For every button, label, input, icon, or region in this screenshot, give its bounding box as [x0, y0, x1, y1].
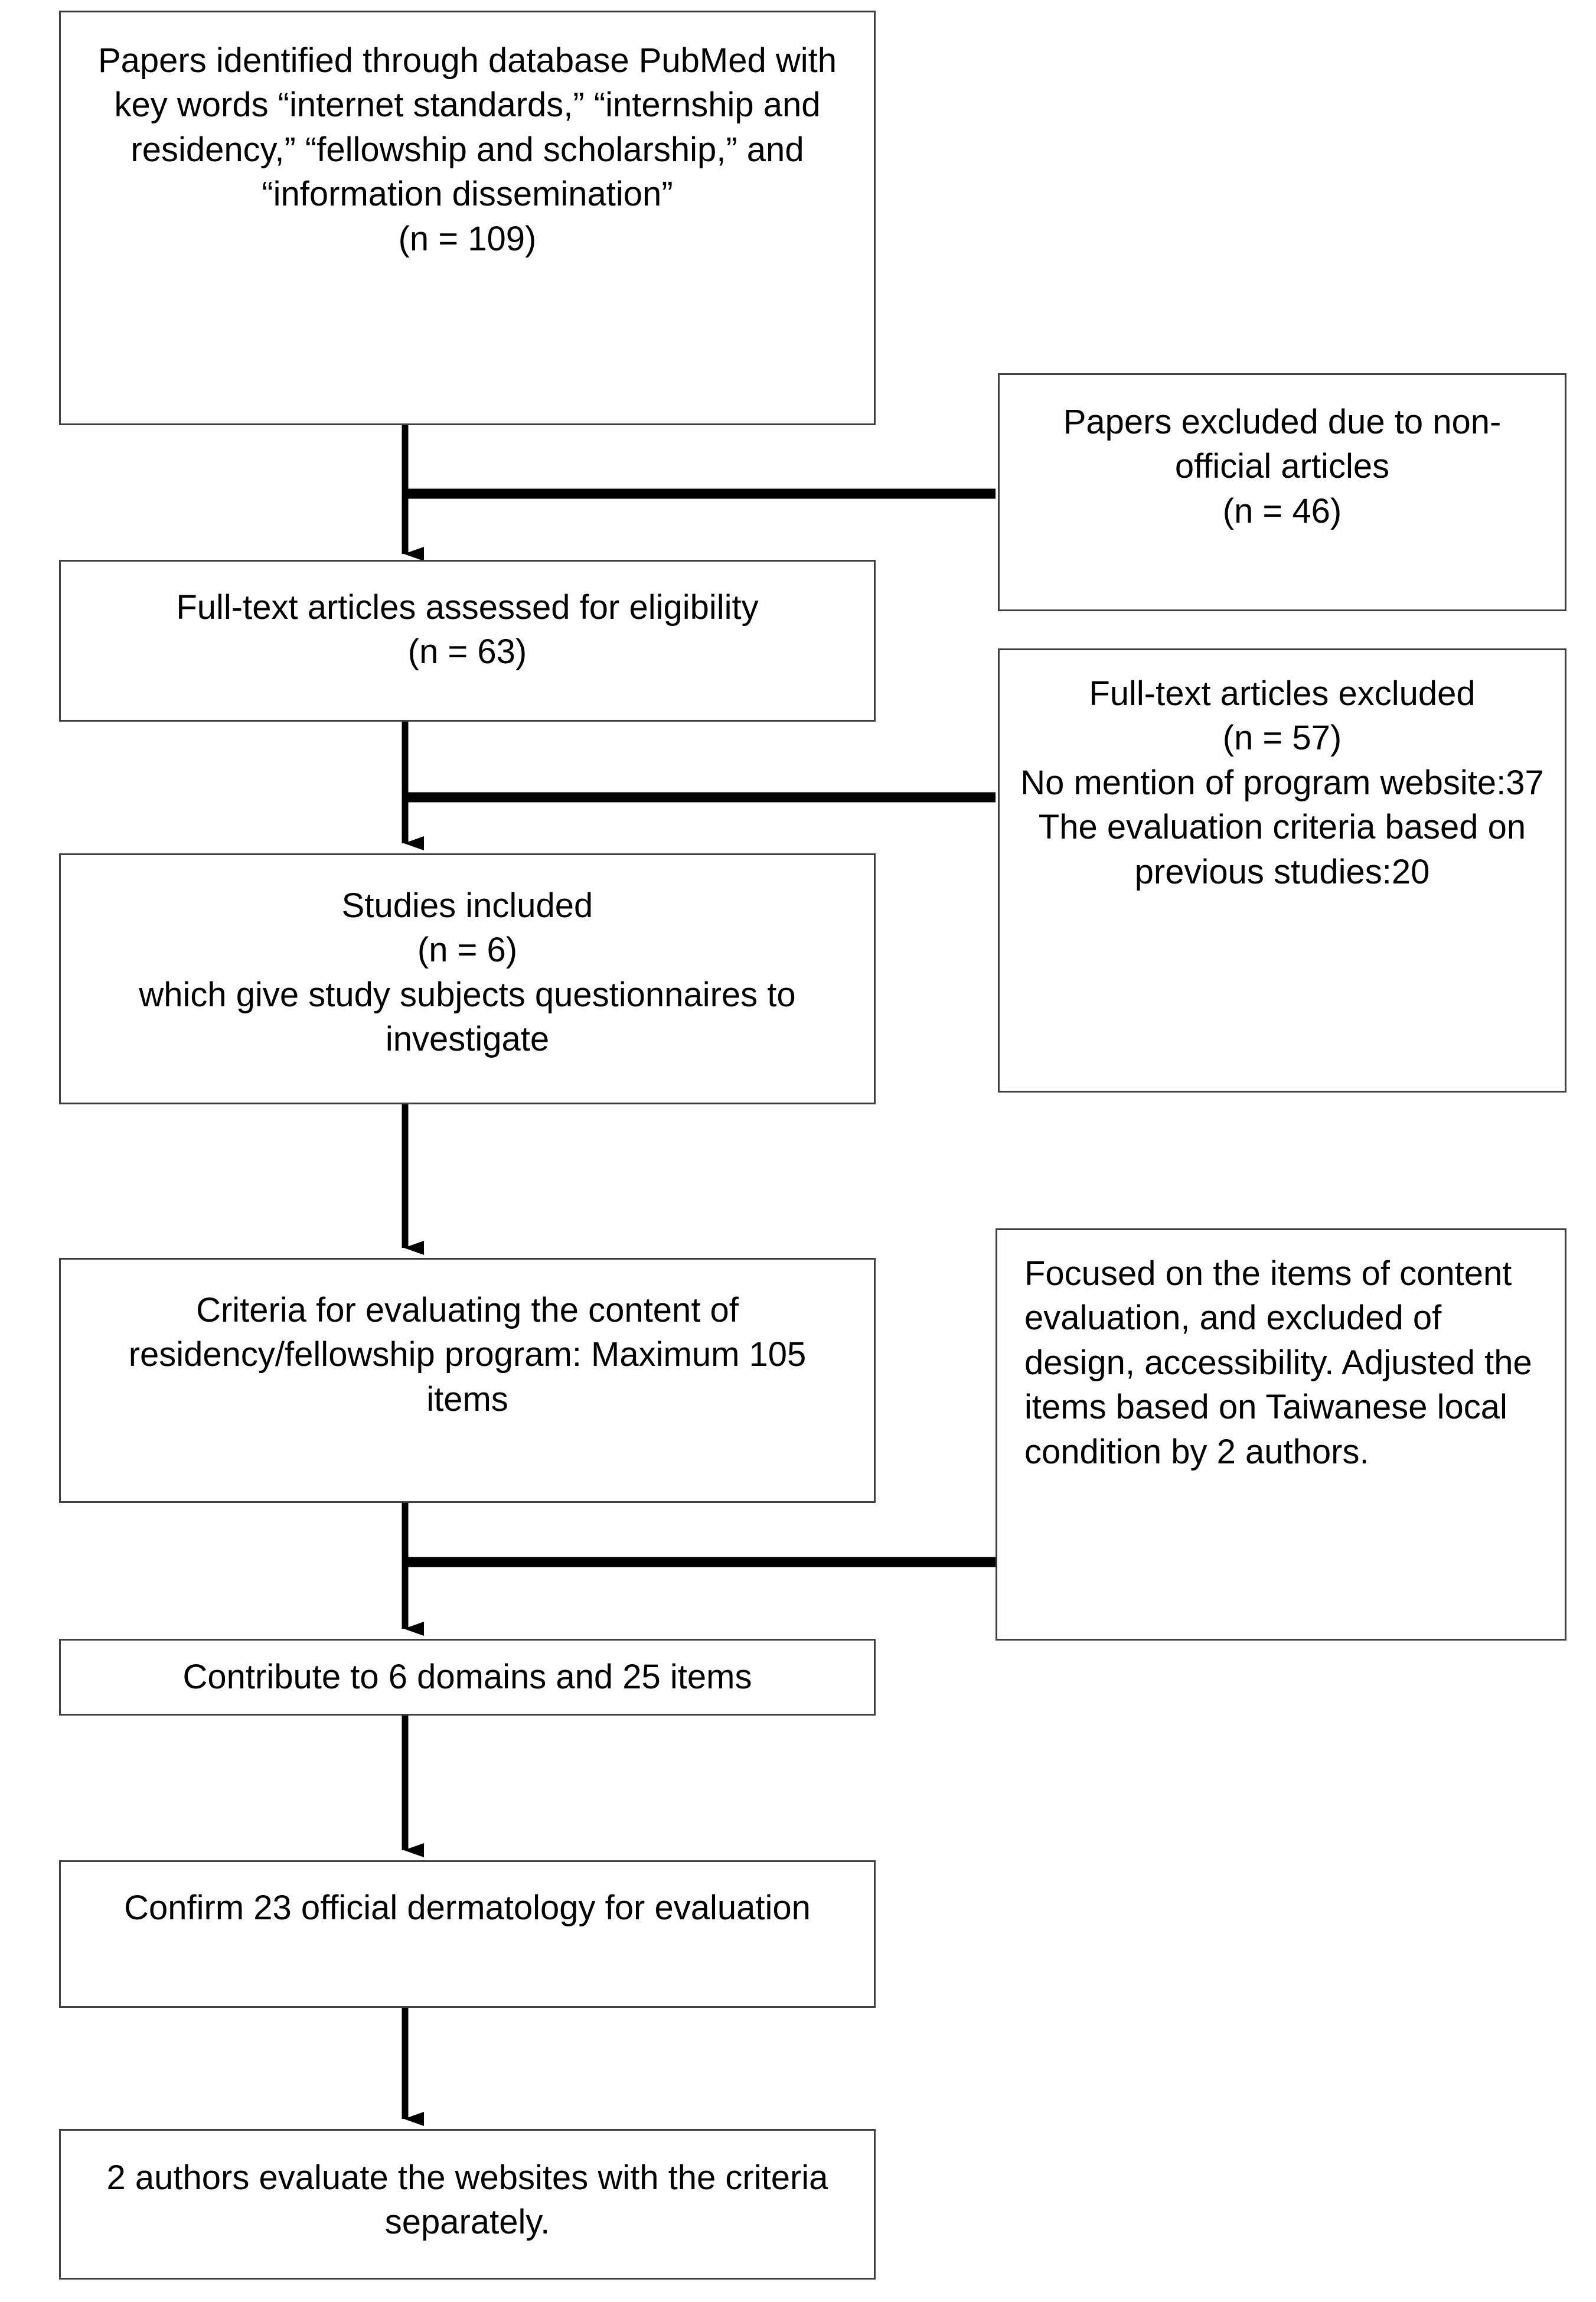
node-fulltext-assessed-text: Full-text articles assessed for eligibil…: [176, 588, 759, 671]
node-studies-included-text: Studies included (n = 6) which give stud…: [139, 886, 796, 1059]
node-confirm-programs: Confirm 23 official dermatology for eval…: [59, 1860, 876, 2008]
node-papers-identified: Papers identified through database PubMe…: [59, 11, 876, 425]
node-contribute-domains-text: Contribute to 6 domains and 25 items: [182, 1658, 752, 1696]
node-contribute-domains: Contribute to 6 domains and 25 items: [59, 1639, 876, 1716]
node-excluded-nonofficial: Papers excluded due to non-official arti…: [998, 373, 1566, 611]
node-fulltext-excluded: Full-text articles excluded (n = 57) No …: [998, 648, 1566, 1093]
node-authors-evaluate-text: 2 authors evaluate the websites with the…: [106, 2158, 828, 2242]
node-focused-items-text: Focused on the items of content evaluati…: [1024, 1254, 1532, 1471]
node-fulltext-assessed: Full-text articles assessed for eligibil…: [59, 560, 876, 722]
node-criteria-content: Criteria for evaluating the content of r…: [59, 1258, 876, 1503]
node-papers-identified-text: Papers identified through database PubMe…: [97, 41, 837, 258]
node-criteria-content-text: Criteria for evaluating the content of r…: [128, 1291, 807, 1419]
node-focused-items: Focused on the items of content evaluati…: [996, 1228, 1566, 1641]
node-confirm-programs-text: Confirm 23 official dermatology for eval…: [124, 1889, 811, 1927]
node-authors-evaluate: 2 authors evaluate the websites with the…: [59, 2129, 876, 2280]
node-fulltext-excluded-text: Full-text articles excluded (n = 57) No …: [1020, 674, 1544, 891]
node-excluded-nonofficial-text: Papers excluded due to non-official arti…: [1063, 403, 1502, 530]
node-studies-included: Studies included (n = 6) which give stud…: [59, 853, 876, 1104]
